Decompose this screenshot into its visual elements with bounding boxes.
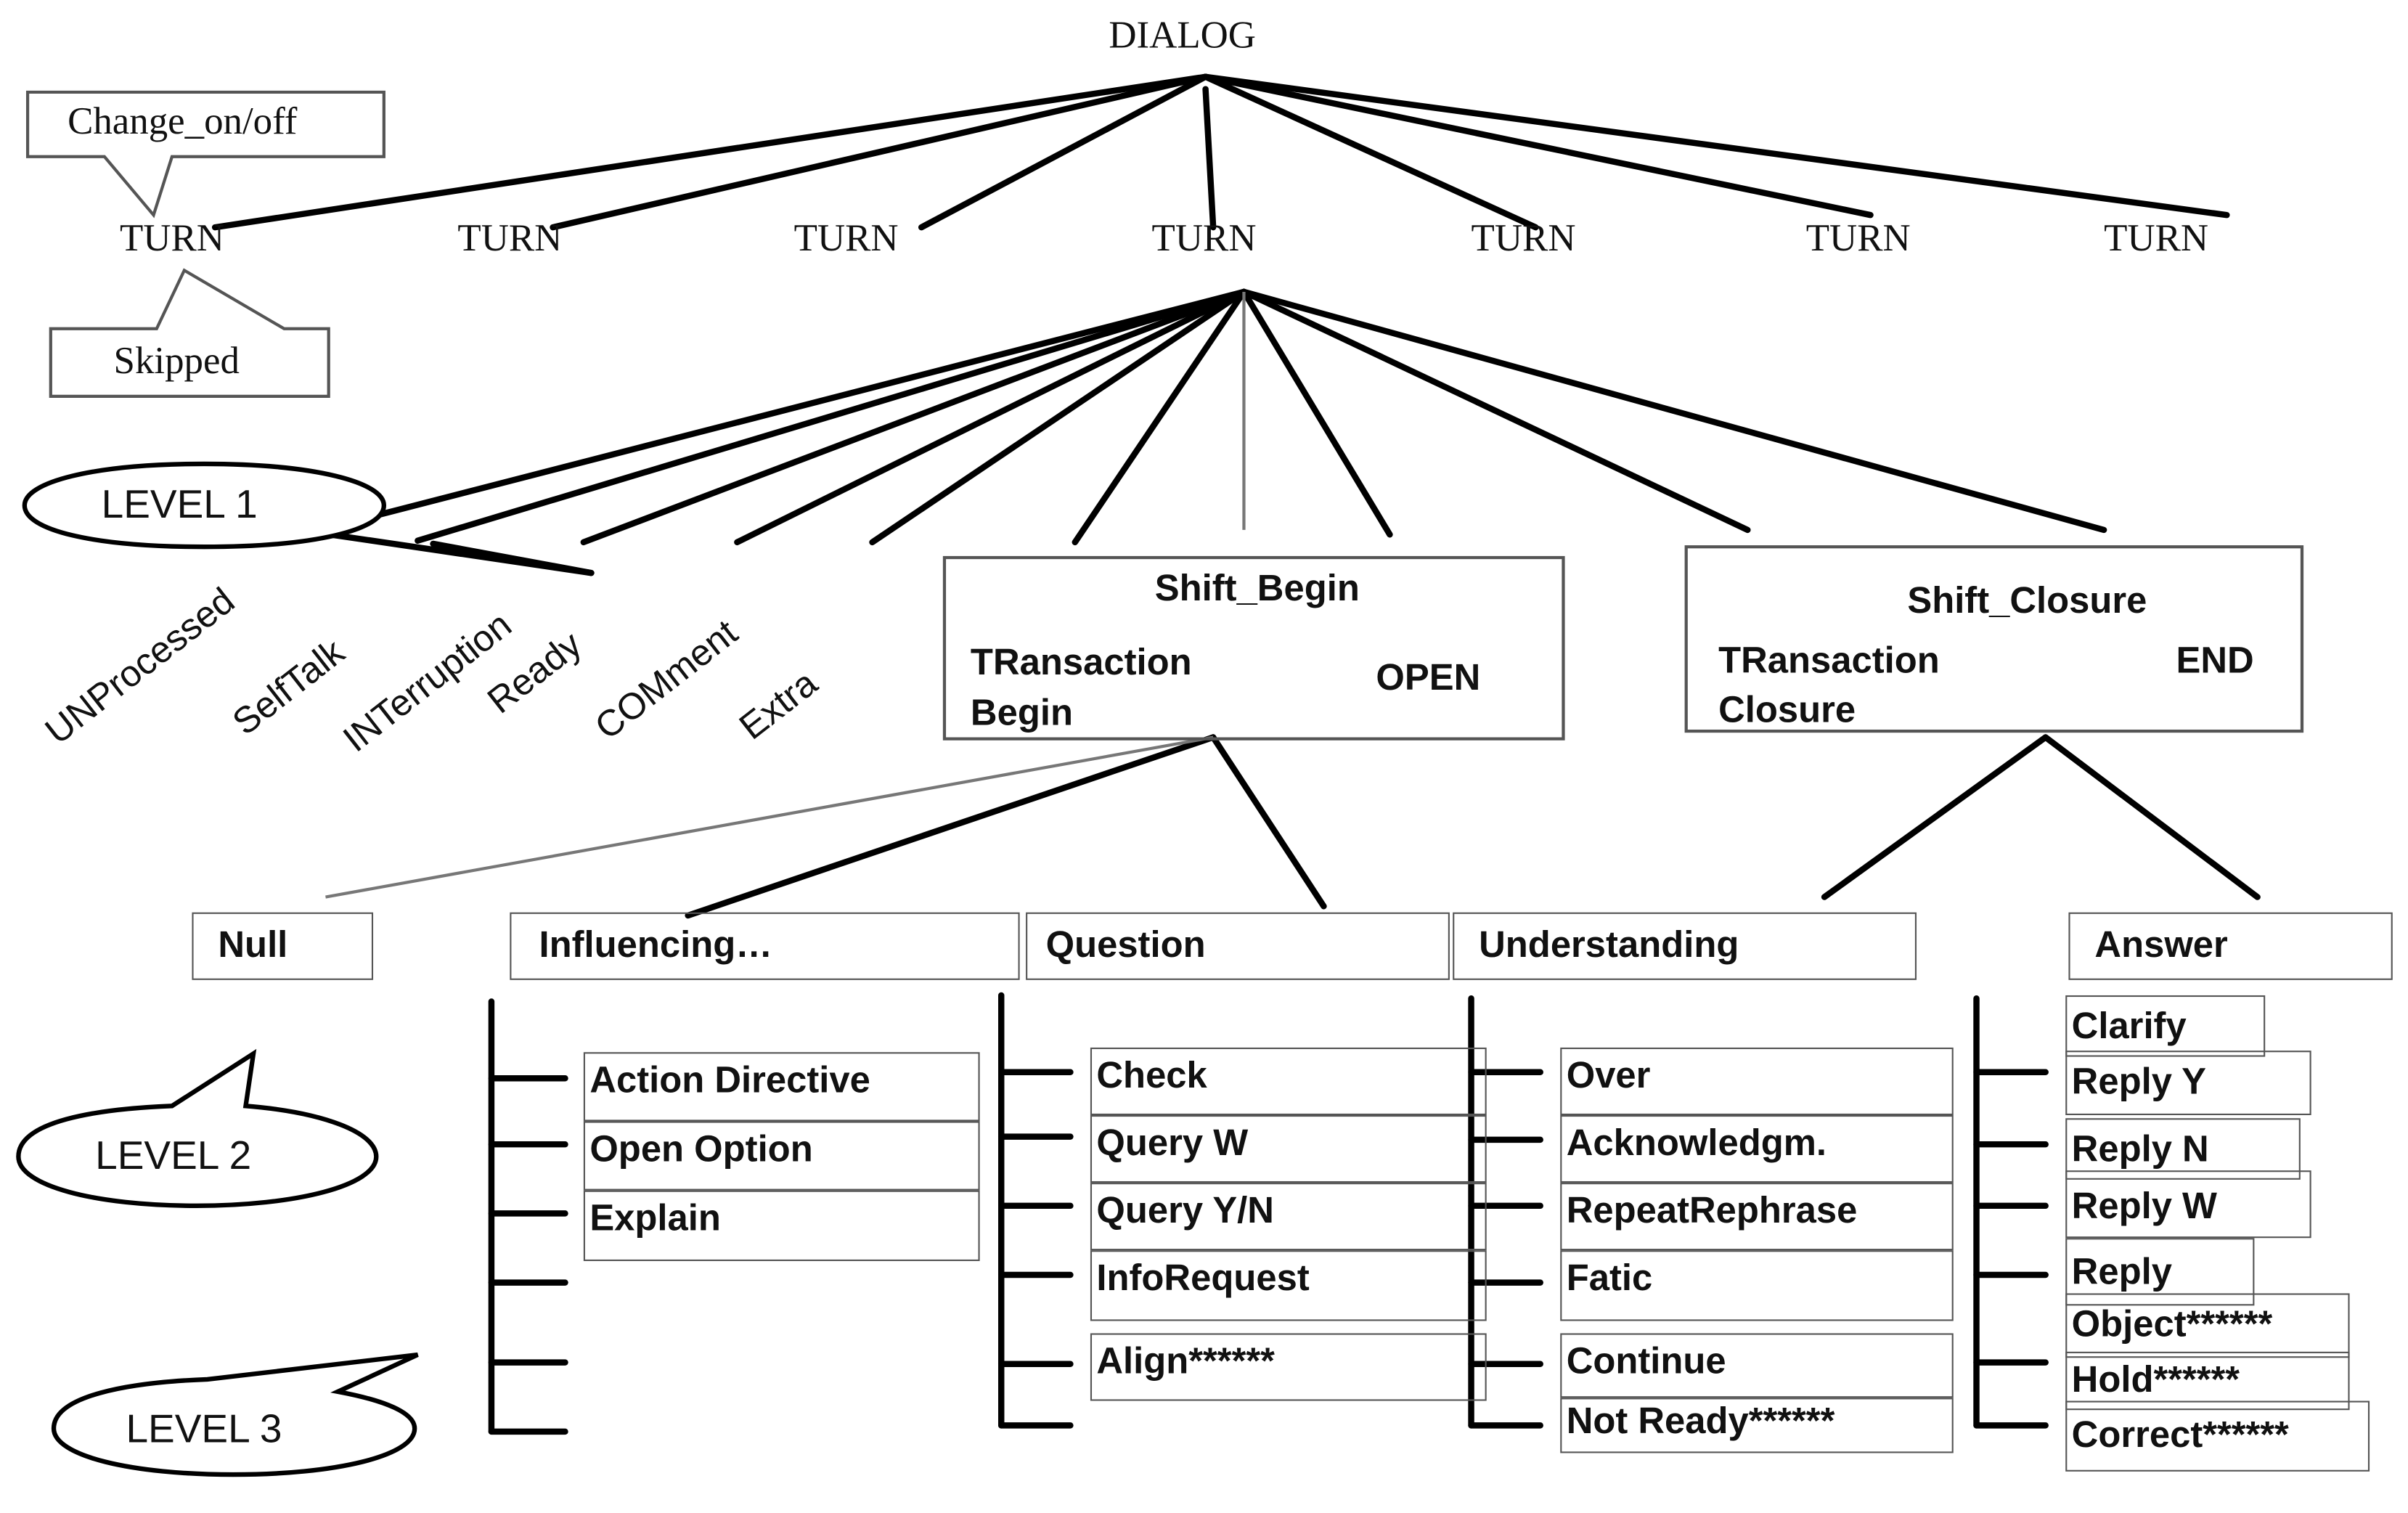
edge-turn-interruption [580, 288, 1247, 546]
root-dialog-label: DIALOG [1109, 15, 1257, 57]
turn-node-3: TURN [793, 218, 899, 260]
edge-dialog-turn-4 [1202, 86, 1217, 231]
answer-item: Reply W [2065, 1170, 2311, 1239]
edge-turn-extra [869, 288, 1247, 546]
understanding-item: Acknowledgm. [1560, 1114, 1954, 1183]
answer-item: Object****** [2065, 1293, 2350, 1358]
shift-closure-left2: Closure [1718, 689, 1856, 732]
question-item: InfoRequest [1090, 1250, 1487, 1321]
answer-item: Hold****** [2065, 1351, 2350, 1411]
edge-shiftclosure-answer [2042, 734, 2261, 900]
shift-begin-right: OPEN [1376, 657, 1481, 699]
callout-change-text: Change_on/off [68, 101, 298, 143]
level3-label: LEVEL 3 [126, 1405, 282, 1452]
understanding-item: Over [1560, 1047, 1954, 1115]
shift-begin-box [942, 555, 1565, 741]
callout-change-shape [25, 90, 385, 219]
understanding-item: RepeatRephrase [1560, 1183, 1954, 1251]
influencing-item: Explain [583, 1190, 980, 1261]
turn-node-1: TURN [120, 218, 224, 260]
edge-turn-shiftclosure-b [1241, 288, 2107, 534]
level2-bubble [16, 1048, 379, 1208]
category-question: Question [1026, 912, 1450, 980]
category-answer: Answer [2068, 912, 2393, 980]
edge-shiftbegin-question [1209, 734, 1327, 910]
edge-shiftbegin-null [325, 735, 1214, 899]
understanding-item: Not Ready****** [1560, 1398, 1954, 1453]
edge-turn-comment [734, 288, 1247, 546]
question-item: Query Y/N [1090, 1183, 1487, 1251]
shift-closure-left1: TRansaction [1718, 640, 1940, 682]
callout-skipped-text: Skipped [113, 340, 240, 383]
turn-node-4: TURN [1151, 218, 1257, 260]
edge-dialog-turn-6 [1202, 73, 1874, 219]
shift-begin-title: Shift_Begin [1154, 568, 1360, 610]
answer-item: Reply [2065, 1238, 2255, 1306]
answer-item: Reply N [2065, 1118, 2301, 1180]
shift-closure-right: END [2176, 640, 2254, 682]
edge-turn-selftalk [415, 288, 1247, 544]
level1-label: LEVEL 1 [101, 481, 258, 527]
category-understanding: Understanding [1453, 912, 1917, 980]
turn-node-2: TURN [457, 218, 563, 260]
level2-label: LEVEL 2 [95, 1132, 252, 1178]
influencing-item: Open Option [583, 1121, 980, 1191]
understanding-item: Continue [1560, 1333, 1954, 1398]
question-item: Align****** [1090, 1333, 1487, 1401]
shift-begin-left2: Begin [970, 693, 1073, 735]
understanding-item: Fatic [1560, 1250, 1954, 1321]
answer-item: Clarify [2065, 995, 2266, 1057]
edge-turn-unprocessed [335, 288, 1247, 529]
shift-closure-box [1684, 545, 2304, 733]
edge-shiftclosure-understanding [1821, 734, 2049, 900]
influencing-item: Action Directive [583, 1052, 980, 1122]
edge-dialog-turn-2 [550, 73, 1209, 231]
callout-skipped-shape [49, 268, 330, 398]
edge-dialog-turn-3 [918, 73, 1209, 231]
edge-shiftbegin-influencing [685, 734, 1217, 919]
answer-item: Reply Y [2065, 1051, 2311, 1115]
edge-turn-shiftbegin-b [1241, 288, 1393, 538]
edge-turn-shiftbegin-a [1072, 288, 1247, 546]
edge-dialog-turn-1 [211, 73, 1209, 231]
edge-level1-ready-b [430, 540, 595, 576]
category-influencing: Influencing… [510, 912, 1020, 980]
answer-item: Correct****** [2065, 1400, 2370, 1472]
shift-begin-left1: TRansaction [970, 642, 1192, 684]
turn-node-6: TURN [1805, 218, 1911, 260]
question-item: Query W [1090, 1114, 1487, 1183]
turn-node-5: TURN [1471, 218, 1576, 260]
turn-node-7: TURN [2104, 218, 2209, 260]
edge-dialog-turn-7 [1202, 73, 2230, 219]
question-item: Check [1090, 1047, 1487, 1115]
category-null: Null [192, 912, 374, 980]
level1-bubble [22, 461, 387, 550]
level3-bubble [51, 1352, 419, 1477]
edge-turn-shiftclosure-a [1241, 288, 1751, 534]
edge-dialog-turn-5 [1202, 73, 1539, 231]
shift-closure-title: Shift_Closure [1907, 580, 2147, 622]
